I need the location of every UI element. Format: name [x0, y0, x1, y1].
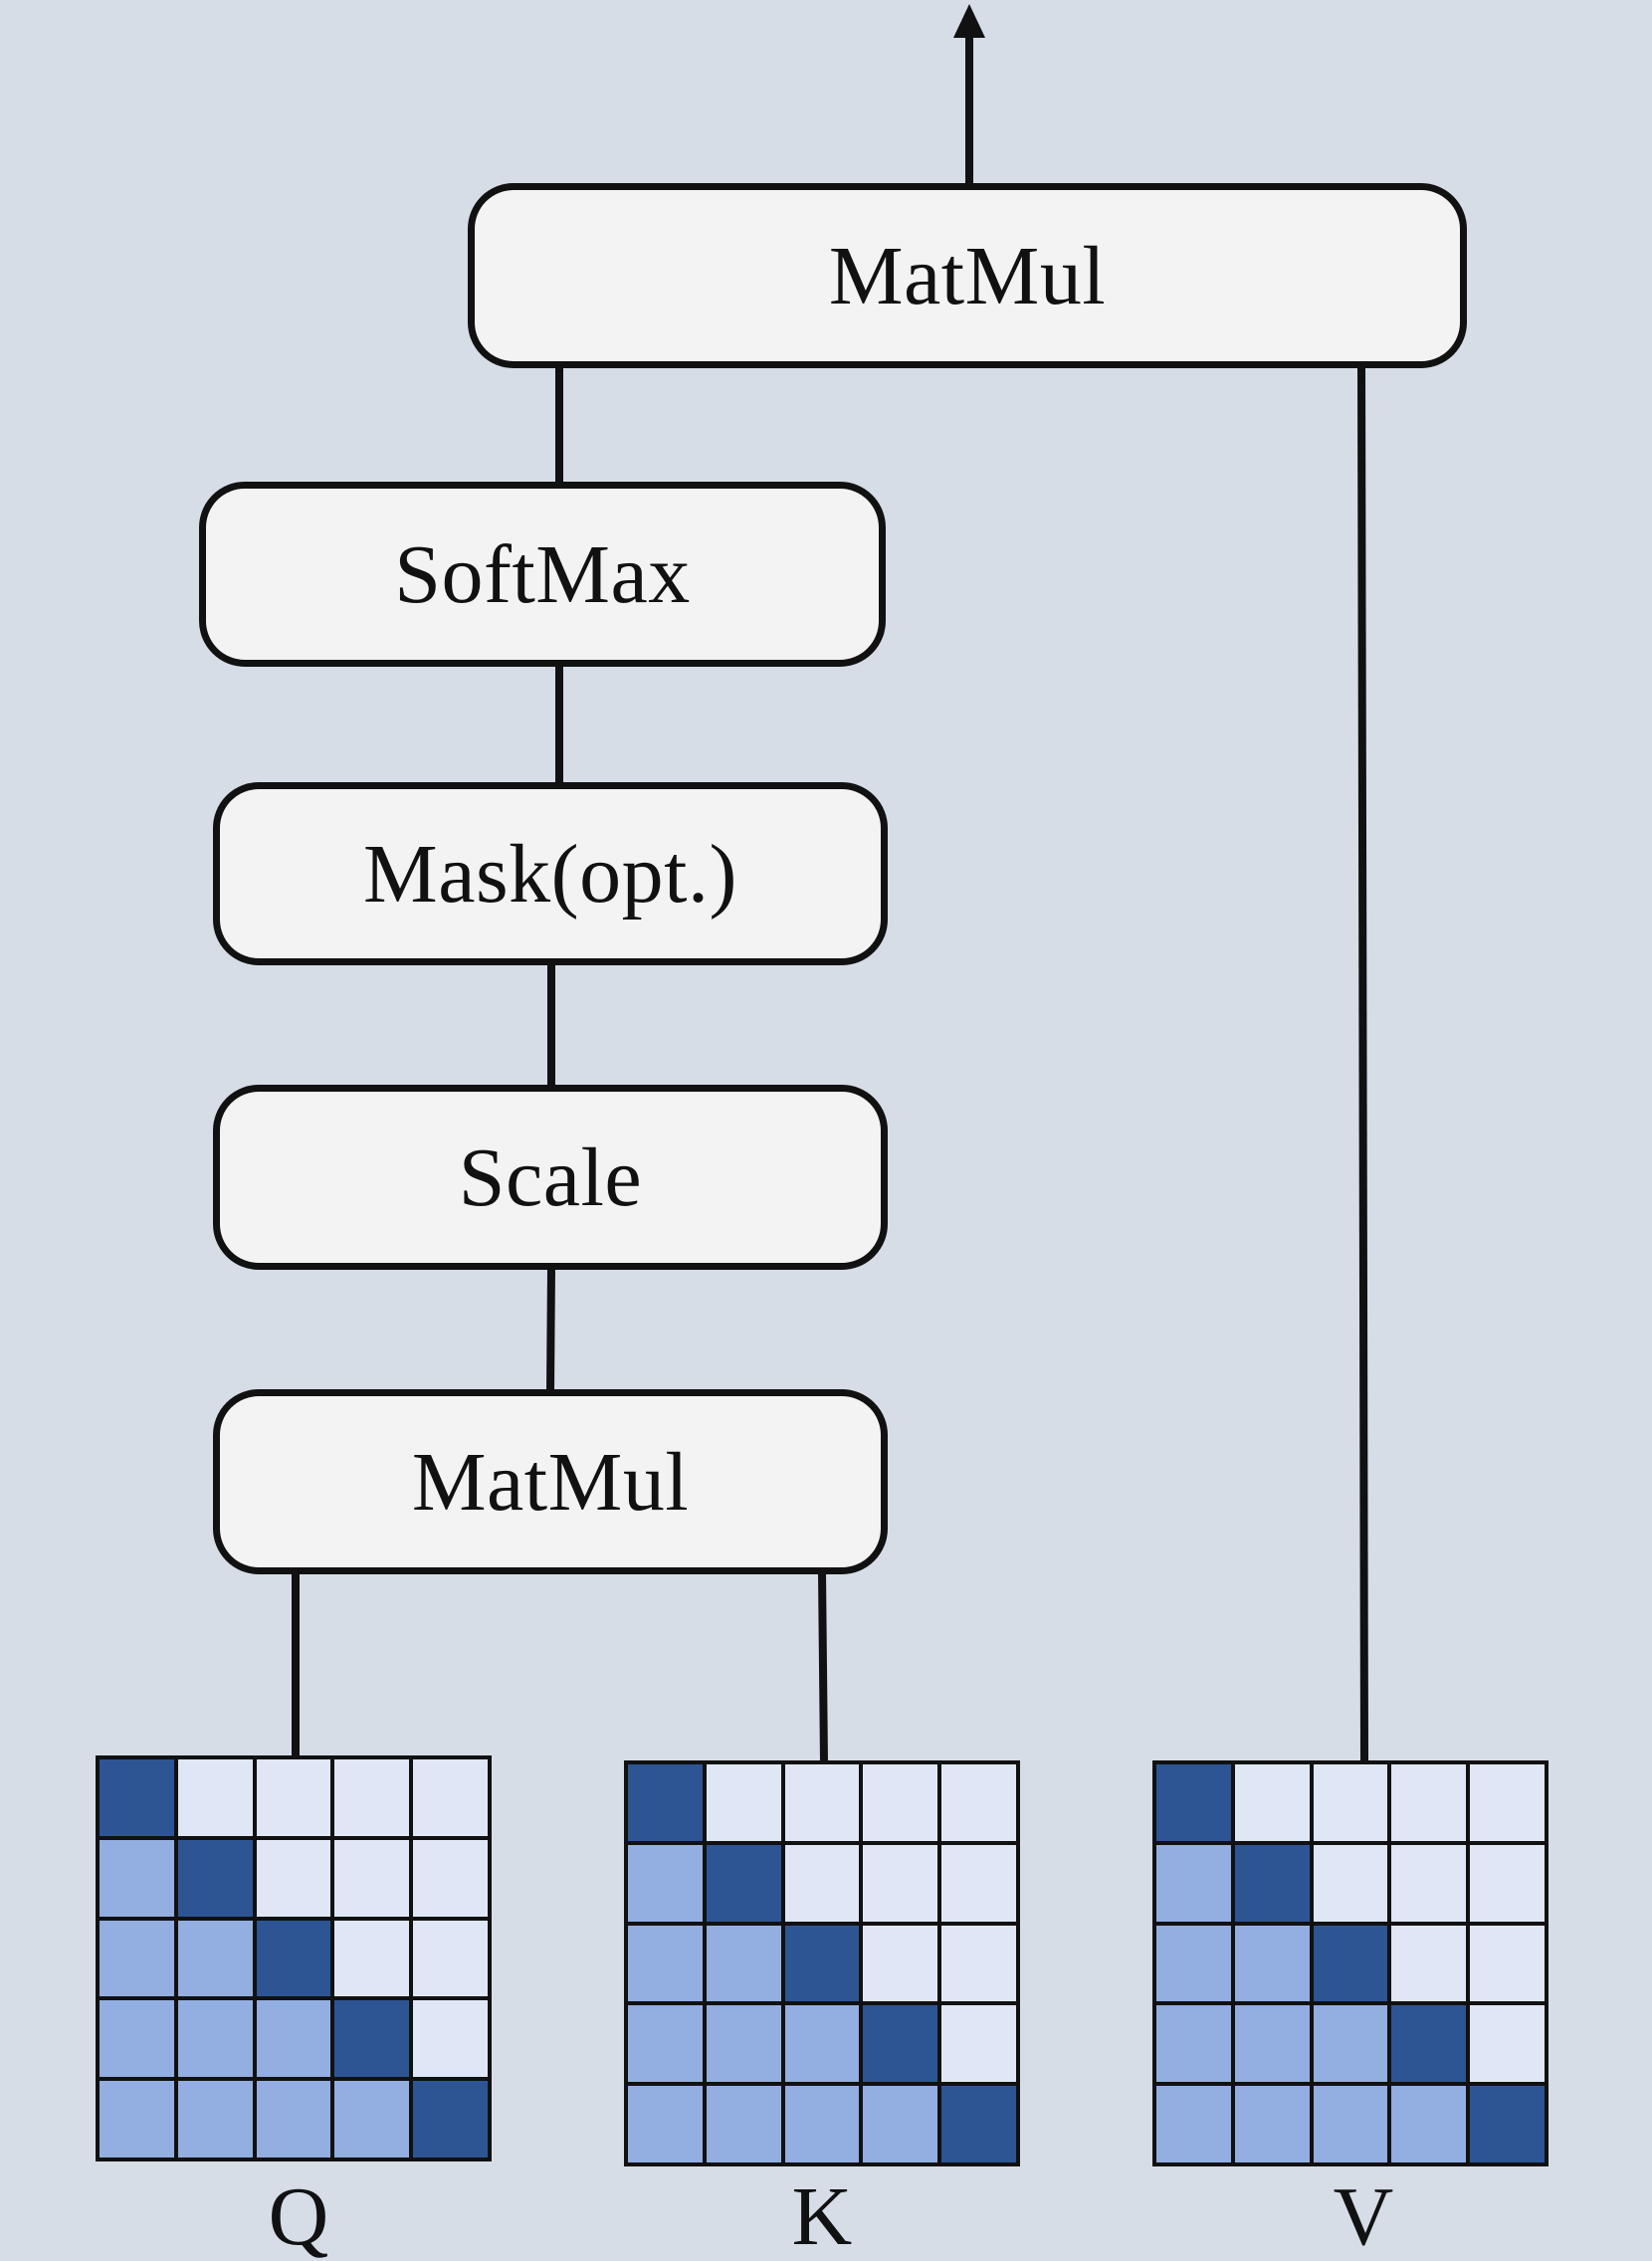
matrix-cell-diag [413, 2081, 488, 2158]
matmul-top-block: MatMul [468, 183, 1467, 368]
matrix-cell-diag [628, 1764, 703, 1841]
matrix-cell-upper [1391, 1844, 1467, 1922]
matrix-cell-upper [1470, 2005, 1545, 2083]
matrix-cell-upper [706, 1764, 781, 1841]
matrix-cell-lower [628, 1925, 703, 2002]
matrix-cell-upper [1470, 1925, 1545, 2002]
matrix-cell-lower [1156, 2005, 1231, 2083]
matrix-cell-upper [1234, 1764, 1310, 1841]
matrix-cell-lower [1313, 2005, 1388, 2083]
matrix-cell-upper [1313, 1764, 1388, 1841]
matrix-cell-diag [941, 2086, 1016, 2162]
mask-block: Mask(opt.) [213, 782, 888, 965]
matrix-cell-upper [941, 1764, 1016, 1841]
matmul-top-label: MatMul [828, 229, 1107, 322]
matrix-cell-upper [1470, 1764, 1545, 1841]
matrix-cell-upper [413, 1759, 488, 1836]
matrix-cell-upper [784, 1844, 860, 1922]
matrix-cell-diag [100, 1759, 174, 1836]
matrix-cell-upper [1391, 1925, 1467, 2002]
wire-v-to-matmul-top [1357, 363, 1368, 1764]
matrix-cell-upper [1313, 1844, 1388, 1922]
matrix-cell-diag [706, 1844, 781, 1922]
matrix-cell-lower [706, 2005, 781, 2083]
matrix-cell-lower [1234, 2086, 1310, 2162]
matrix-cell-upper [941, 1844, 1016, 1922]
matrix-cell-upper [941, 2005, 1016, 2083]
matrix-cell-lower [863, 2086, 938, 2162]
matrix-cell-upper [413, 1920, 488, 1997]
matrix-cell-lower [100, 1839, 174, 1917]
matrix-cell-diag [177, 1839, 253, 1917]
matrix-cell-upper [256, 1839, 331, 1917]
softmax-block: SoftMax [199, 482, 886, 667]
matrix-cell-upper [413, 1839, 488, 1917]
matmul-bottom-label: MatMul [411, 1435, 690, 1529]
v-matrix [1152, 1760, 1549, 2166]
wire-k-to-matmul-bottom [818, 1571, 828, 1764]
matrix-cell-lower [100, 2081, 174, 2158]
matrix-cell-upper [941, 1925, 1016, 2002]
matrix-cell-lower [256, 2081, 331, 2158]
matrix-cell-lower [1234, 2005, 1310, 2083]
matrix-cell-upper [334, 1920, 410, 1997]
matrix-cell-lower [1156, 2086, 1231, 2162]
matrix-cell-diag [256, 1920, 331, 1997]
matrix-cell-lower [628, 2086, 703, 2162]
matrix-cell-lower [1313, 2086, 1388, 2162]
matrix-cell-upper [334, 1839, 410, 1917]
matrix-cell-upper [863, 1844, 938, 1922]
scale-block: Scale [213, 1085, 888, 1270]
softmax-label: SoftMax [394, 527, 691, 621]
matrix-cell-upper [863, 1764, 938, 1841]
matrix-cell-lower [784, 2086, 860, 2162]
matrix-cell-lower [1156, 1844, 1231, 1922]
matrix-cell-lower [100, 2000, 174, 2078]
matrix-cell-lower [177, 1920, 253, 1997]
matrix-cell-lower [1391, 2086, 1467, 2162]
output-arrow-head [953, 4, 985, 38]
k-label: K [791, 2170, 853, 2261]
matrix-cell-upper [334, 1759, 410, 1836]
matrix-cell-diag [1391, 2005, 1467, 2083]
matrix-cell-upper [256, 1759, 331, 1836]
scale-label: Scale [458, 1130, 643, 1224]
matrix-cell-diag [334, 2000, 410, 2078]
matrix-cell-diag [784, 1925, 860, 2002]
q-label: Q [268, 2170, 329, 2261]
wire-matmul-bottom-to-scale [546, 1267, 555, 1392]
matrix-cell-diag [863, 2005, 938, 2083]
matrix-cell-lower [628, 2005, 703, 2083]
matrix-cell-upper [784, 1764, 860, 1841]
matrix-cell-lower [706, 1925, 781, 2002]
matrix-cell-lower [1156, 1925, 1231, 2002]
matrix-cell-lower [177, 2081, 253, 2158]
matrix-cell-lower [256, 2000, 331, 2078]
matrix-cell-upper [177, 1759, 253, 1836]
mask-label: Mask(opt.) [363, 827, 737, 921]
matrix-cell-upper [863, 1925, 938, 2002]
matrix-cell-lower [628, 1844, 703, 1922]
matrix-cell-diag [1156, 1764, 1231, 1841]
matmul-bottom-block: MatMul [213, 1389, 888, 1574]
matrix-cell-lower [334, 2081, 410, 2158]
matrix-cell-upper [413, 2000, 488, 2078]
matrix-cell-lower [1234, 1925, 1310, 2002]
matrix-cell-lower [784, 2005, 860, 2083]
matrix-cell-lower [100, 1920, 174, 1997]
matrix-cell-diag [1234, 1844, 1310, 1922]
matrix-cell-upper [1391, 1764, 1467, 1841]
q-matrix [96, 1755, 492, 2161]
matrix-cell-lower [177, 2000, 253, 2078]
matrix-cell-diag [1313, 1925, 1388, 2002]
matrix-cell-diag [1470, 2086, 1545, 2162]
matrix-cell-upper [1470, 1844, 1545, 1922]
k-matrix [624, 1760, 1020, 2166]
v-label: V [1333, 2170, 1394, 2261]
matrix-cell-lower [706, 2086, 781, 2162]
